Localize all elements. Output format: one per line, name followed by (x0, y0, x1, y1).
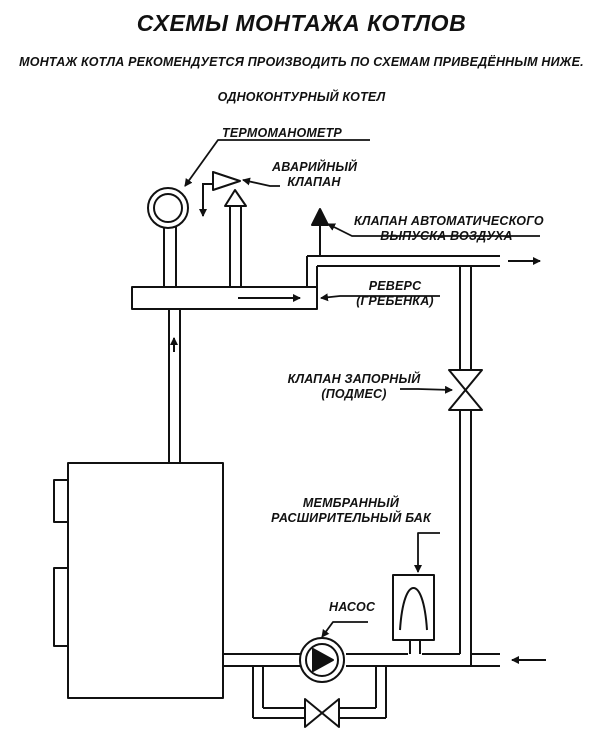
pump (299, 637, 345, 683)
emergency-valve (199, 171, 247, 287)
expansion-tank (392, 574, 435, 654)
supply-pipe-out (306, 255, 541, 287)
label-shutoff-valve: КЛАПАН ЗАПОРНЫЙ (ПОДМЕС) (286, 372, 422, 402)
label-emergency-valve: АВАРИЙНЫЙ КЛАПАН (272, 160, 358, 190)
shutoff-valve (448, 369, 483, 411)
boiler-door-upper (53, 479, 69, 523)
label-emergency-valve-line2: КЛАПАН (287, 175, 341, 189)
label-manifold-line2: (ГРЕБЕНКА) (356, 294, 434, 308)
bypass-valve (304, 698, 323, 728)
label-shutoff-line2: (ПОДМЕС) (321, 387, 387, 401)
thermomanometer (147, 187, 189, 287)
bypass-pipe (459, 266, 472, 666)
boiler-door-lower (53, 567, 69, 647)
supply-riser-pipe (168, 310, 181, 463)
manifold (131, 286, 318, 310)
label-pump: НАСОС (329, 600, 376, 614)
scheme-name: ОДНОКОНТУРНЫЙ КОТЕЛ (217, 90, 386, 104)
pump-bypass-loop (252, 666, 387, 728)
label-thermomanometer: ТЕРМОМАНОМЕТР (222, 126, 342, 140)
leader-lines (184, 139, 540, 638)
boiler (53, 462, 224, 699)
page-subtitle: МОНТАЖ КОТЛА РЕКОМЕНДУЕТСЯ ПРОИЗВОДИТЬ П… (19, 55, 584, 69)
air-vent-valve (311, 208, 329, 256)
label-air-vent-line2: ВЫПУСКА ВОЗДУХА (380, 229, 513, 243)
label-shutoff-line1: КЛАПАН ЗАПОРНЫЙ (287, 372, 421, 386)
label-manifold-line1: РЕВЕРС (368, 279, 422, 293)
return-pipe (223, 653, 546, 667)
label-air-vent-line1: КЛАПАН АВТОМАТИЧЕСКОГО (354, 214, 544, 228)
label-air-vent-valve: КЛАПАН АВТОМАТИЧЕСКОГО ВЫПУСКА ВОЗДУХА (354, 214, 544, 244)
label-manifold: РЕВЕРС (ГРЕБЕНКА) (345, 279, 445, 309)
label-expansion-tank: МЕМБРАННЫЙ РАСШИРИТЕЛЬНЫЙ БАК (266, 496, 436, 526)
page-title: СХЕМЫ МОНТАЖА КОТЛОВ (136, 10, 467, 36)
label-expansion-tank-line2: РАСШИРИТЕЛЬНЫЙ БАК (271, 511, 431, 525)
label-emergency-valve-line1: АВАРИЙНЫЙ (272, 160, 358, 174)
label-expansion-tank-line1: МЕМБРАННЫЙ (302, 496, 400, 510)
